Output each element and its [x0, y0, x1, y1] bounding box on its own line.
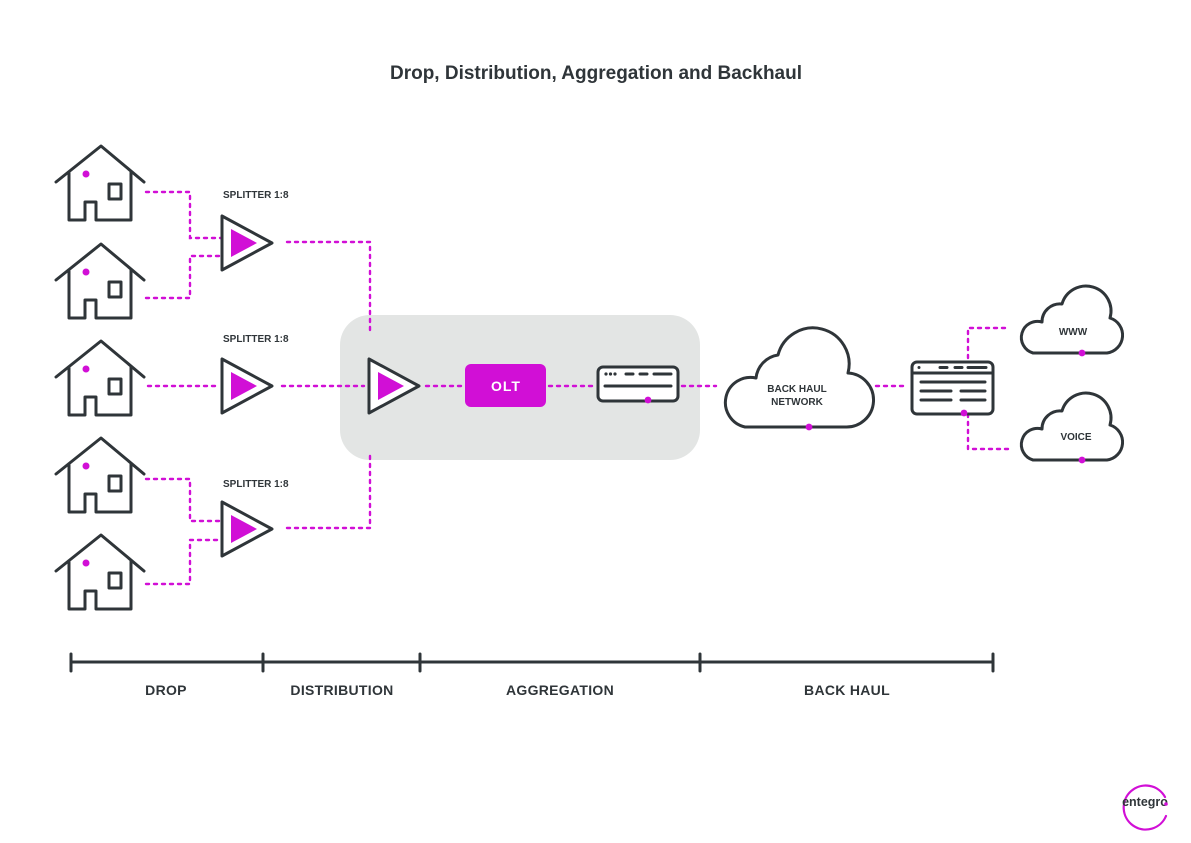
stage-label-backhaul: BACK HAUL — [804, 682, 890, 698]
stage-label-distribution: DISTRIBUTION — [290, 682, 393, 698]
diagram-title: Drop, Distribution, Aggregation and Back… — [390, 63, 802, 84]
stage-label-aggregation: AGGREGATION — [506, 682, 614, 698]
backhaul-cloud-label-line2: NETWORK — [771, 397, 823, 408]
server-icon — [910, 360, 995, 417]
splitter-icon — [220, 214, 274, 272]
olt-label: OLT — [491, 378, 521, 394]
stage-timeline — [69, 652, 995, 673]
voice-cloud-icon: VOICE — [1019, 391, 1125, 464]
backhaul-cloud-icon: BACK HAUL NETWORK — [723, 326, 875, 431]
fiber-links — [144, 190, 1010, 586]
entegro-logo: entegro — [1122, 784, 1168, 831]
splitter-label: SPLITTER 1:8 — [223, 334, 289, 345]
house-icon — [54, 533, 146, 611]
voice-cloud-label: VOICE — [1060, 432, 1091, 443]
www-cloud-label: WWW — [1059, 327, 1088, 338]
house-icon — [54, 339, 146, 417]
switch-icon — [596, 365, 680, 404]
www-cloud-icon: WWW — [1019, 284, 1125, 357]
house-icon — [54, 144, 146, 222]
olt-box: OLT — [465, 364, 546, 407]
splitter-icon — [220, 357, 274, 415]
splitter-icon — [220, 500, 274, 558]
stage-label-drop: DROP — [145, 682, 187, 698]
backhaul-cloud-label-line1: BACK HAUL — [767, 384, 826, 395]
house-icon — [54, 242, 146, 320]
splitter-label: SPLITTER 1:8 — [223, 479, 289, 490]
splitter-label: SPLITTER 1:8 — [223, 190, 289, 201]
logo-text: entegro — [1122, 795, 1168, 809]
house-icon — [54, 436, 146, 514]
